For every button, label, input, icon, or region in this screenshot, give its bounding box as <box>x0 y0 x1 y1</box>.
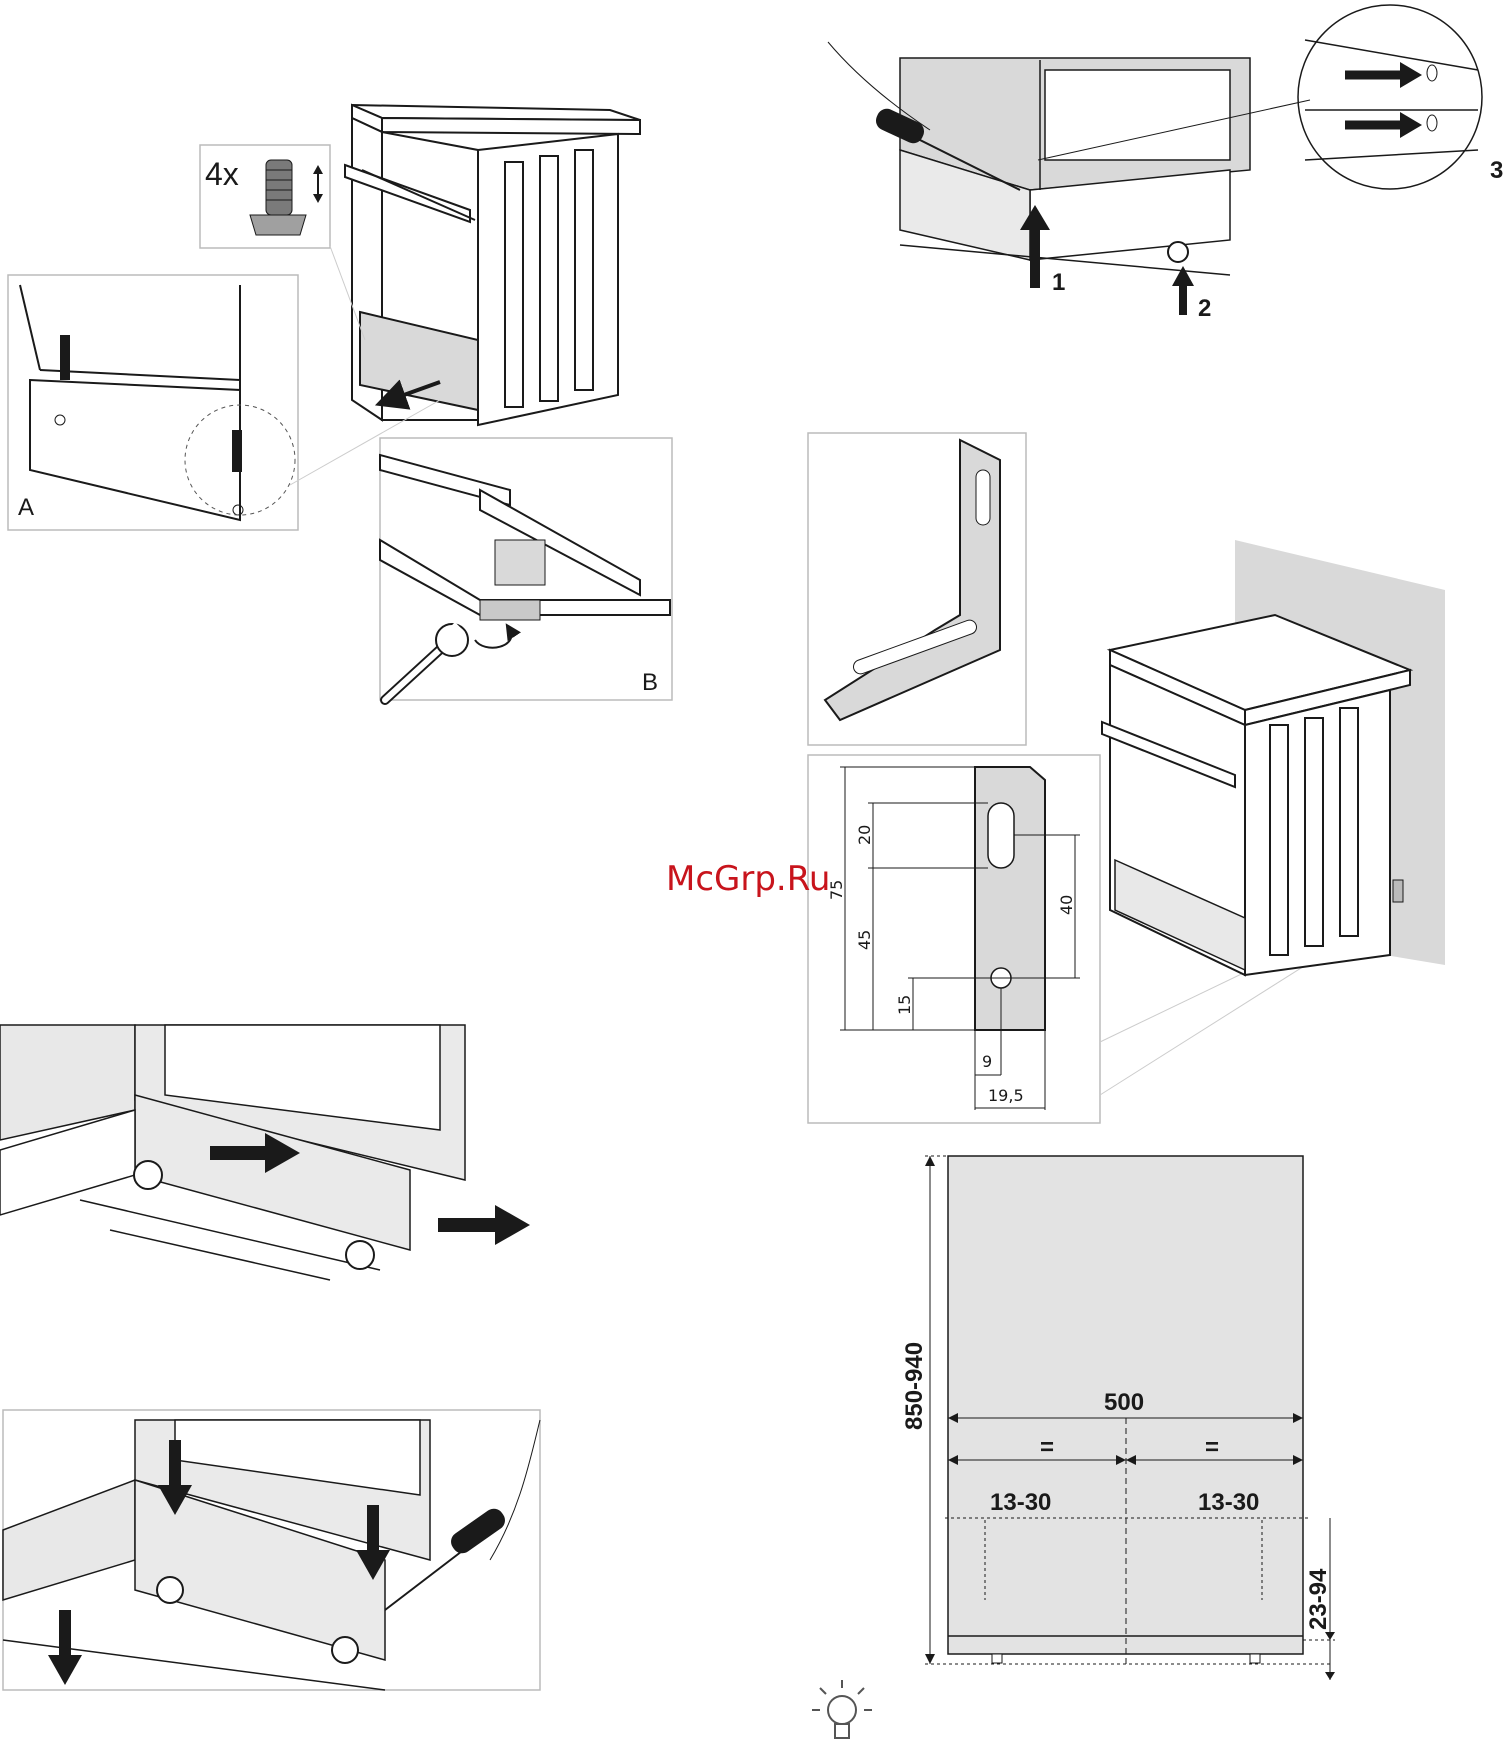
plinth-fixing-illustration <box>3 1410 540 1690</box>
anti-tilt-bracket-dimensions: 20 75 45 15 40 9 19,5 <box>808 755 1100 1123</box>
dim-20-label: 20 <box>855 825 874 845</box>
dim-19-5-label: 19,5 <box>988 1086 1024 1105</box>
offset-right-label: 13-30 <box>1198 1489 1259 1516</box>
detail-b-panel: B <box>380 438 672 700</box>
watermark: McGrp.Ru <box>666 859 830 899</box>
floor-gap-label: 23-94 <box>1305 1568 1332 1630</box>
cooker-against-wall-illustration <box>1102 540 1445 975</box>
detail-a-label: A <box>18 494 34 521</box>
anti-tilt-bracket-perspective <box>808 433 1026 745</box>
tip-lightbulb-icon <box>812 1680 872 1738</box>
half-right-label: = <box>1205 1434 1219 1461</box>
dim-15-label: 15 <box>895 995 914 1015</box>
dim-9-label: 9 <box>982 1052 992 1071</box>
foot-inset: 4x <box>200 145 330 248</box>
height-range-label: 850-940 <box>901 1342 928 1430</box>
dim-40-label: 40 <box>1057 895 1076 915</box>
cooker-leveling-illustration <box>345 105 640 425</box>
step-1-label: 1 <box>1052 269 1065 296</box>
width-label: 500 <box>1104 1389 1144 1416</box>
wall-clearance-diagram: 850-940 500 = = 13-30 13-30 23-94 <box>901 1156 1335 1680</box>
plinth-slide-out-illustration <box>0 1025 530 1280</box>
feet-count-label: 4x <box>205 156 239 192</box>
detail-b-label: B <box>642 669 658 696</box>
half-left-label: = <box>1040 1434 1054 1461</box>
kick-plate-removal-illustration: 1 2 <box>828 42 1250 322</box>
offset-left-label: 13-30 <box>990 1489 1051 1516</box>
dim-45-label: 45 <box>855 930 874 950</box>
step-3-label: 3 <box>1490 157 1503 184</box>
detail-a-panel: A <box>8 275 298 530</box>
kick-plate-zoom-inset: 3 <box>1298 5 1503 189</box>
step-2-label: 2 <box>1198 295 1211 322</box>
